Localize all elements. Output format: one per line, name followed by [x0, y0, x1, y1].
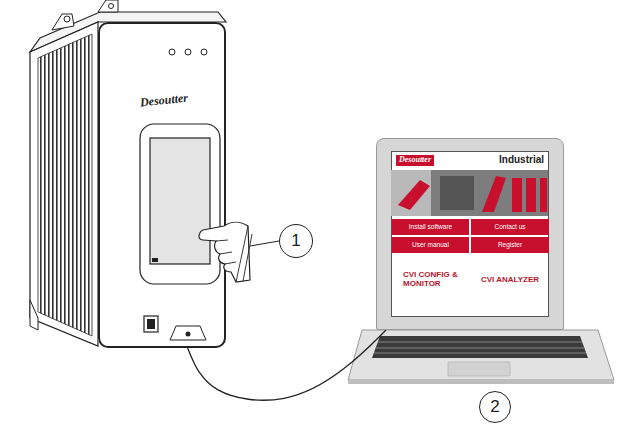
controller-front	[98, 22, 226, 348]
menu-button: Register	[471, 237, 549, 253]
usb-port	[186, 332, 191, 337]
software-link: CVI CONFIG & MONITOR	[403, 271, 465, 289]
menu-button: Install software	[392, 219, 469, 235]
finger-lines	[216, 240, 236, 264]
banner-tool	[440, 176, 474, 210]
keyboard	[372, 336, 588, 358]
controller-front-panel: Desoutter	[98, 22, 226, 348]
status-led	[201, 49, 207, 55]
usb-port-recess	[170, 326, 206, 340]
hand	[199, 222, 250, 282]
cuff-lines	[236, 226, 252, 282]
laptop-base	[348, 330, 614, 384]
software-link: CVI ANALYZER	[481, 276, 539, 285]
screen-mark	[152, 258, 158, 262]
screen-bezel	[140, 124, 220, 284]
banner-tool	[482, 176, 506, 212]
leader-line	[250, 241, 279, 246]
menu-text: Register	[471, 241, 549, 248]
laptop-deck	[348, 330, 614, 380]
brand-logo: Desoutter	[396, 155, 434, 166]
brand-logo: Desoutter	[139, 92, 188, 110]
banner-tool	[540, 178, 547, 212]
banner-tool	[391, 170, 431, 216]
site-heading: Industrial	[499, 154, 544, 165]
banner-tool	[512, 178, 522, 212]
controller-body	[30, 0, 226, 348]
menu-text: User manual	[392, 241, 469, 248]
pointing-hand	[199, 222, 252, 282]
heat-sink-fins	[38, 34, 92, 336]
mounting-hole	[64, 16, 70, 22]
power-switch	[144, 316, 158, 332]
key-row	[374, 353, 586, 354]
touch-screen	[150, 138, 210, 264]
key-row	[376, 348, 584, 349]
mounting-tab	[52, 14, 74, 30]
banner-photo	[391, 170, 548, 216]
laptop-screen: Install softwareContact us User manualReg…	[376, 138, 564, 330]
mounting-foot	[30, 300, 38, 330]
web-page-banner	[391, 170, 548, 216]
callout-number: 2	[479, 391, 511, 423]
menu-button: User manual	[392, 237, 469, 253]
banner-tool	[398, 180, 430, 210]
status-led	[185, 49, 191, 55]
menu-text: Install software	[392, 223, 469, 230]
key-row	[378, 342, 582, 343]
banner-tool	[526, 178, 536, 212]
status-led	[169, 49, 175, 55]
laptop-edge	[348, 380, 614, 384]
mounting-hole	[109, 4, 114, 9]
trackpad	[448, 362, 510, 376]
menu-button: Contact us	[471, 219, 549, 235]
power-switch-rocker	[147, 319, 155, 329]
controller-side	[30, 22, 98, 346]
menu-text: Contact us	[471, 223, 549, 230]
usb-cable	[188, 330, 386, 400]
mounting-tab	[98, 0, 118, 12]
callout-number: 1	[279, 224, 313, 258]
